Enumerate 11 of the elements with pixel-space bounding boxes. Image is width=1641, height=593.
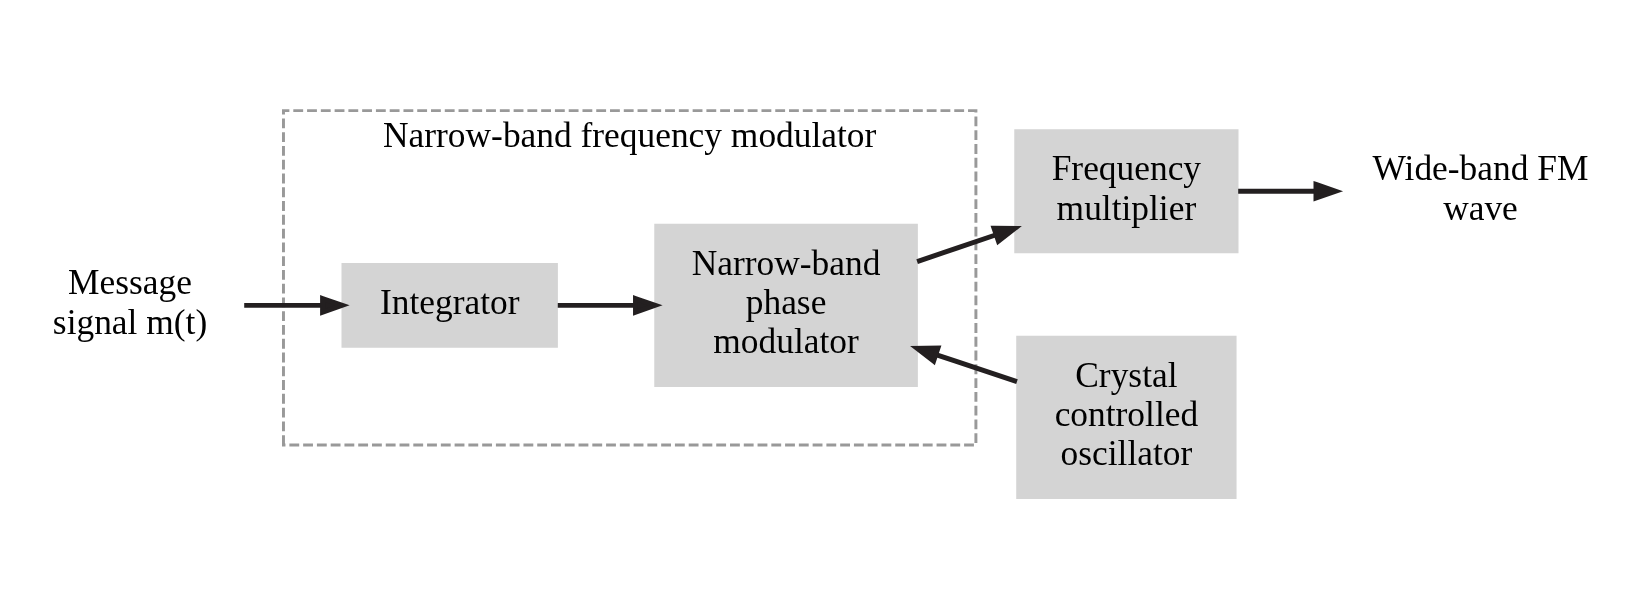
node-box: Narrow-band phase modulator (654, 223, 918, 387)
node-box: Frequency multiplier (1014, 129, 1239, 254)
arrow (910, 345, 1018, 384)
node-text: Wide-band FM wave (1372, 148, 1589, 228)
node-text: Message signal m(t) (52, 262, 208, 342)
node-box: Integrator (341, 263, 558, 348)
node-box: Crystal controlled oscillator (1016, 335, 1237, 500)
arrow (916, 225, 1022, 264)
arrow (557, 295, 663, 316)
arrow (244, 295, 350, 316)
arrow (1238, 180, 1344, 202)
